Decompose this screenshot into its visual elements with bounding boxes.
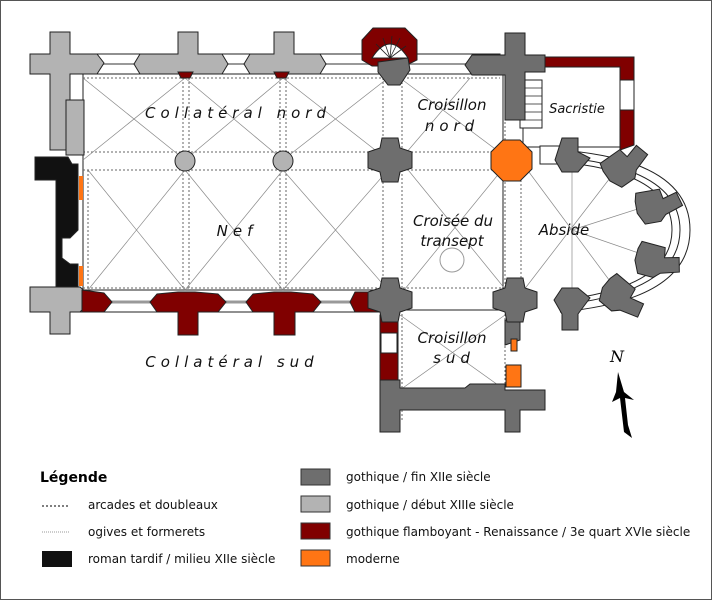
legend-swatch-gothique-debut-xiii [300, 495, 331, 513]
moderne-wall [505, 364, 522, 388]
legend-swatch-moderne [300, 549, 331, 567]
moderne-pillar [490, 139, 533, 182]
transept-structure [367, 32, 686, 433]
label-sacristie: Sacristie [549, 102, 605, 117]
legend-label-ogives: ogives et formerets [88, 525, 205, 539]
label-croisee-1: Croisée du [413, 212, 493, 230]
legend: Légende arcades et doubleaux ogives et f… [40, 468, 690, 567]
legend-label-roman: roman tardif / milieu XIIe siècle [88, 552, 275, 566]
legend-label-flamboyant: gothique flamboyant - Renaissance / 3e q… [346, 525, 690, 539]
north-buttresses [29, 31, 327, 335]
north-arrow-icon: N [609, 347, 634, 438]
legend-title: Légende [40, 470, 107, 486]
legend-swatch-gothique-fin-xii [300, 468, 331, 486]
label-collateral-nord: Collatéral nord [145, 104, 331, 122]
label-croisillon-sud-1: Croisillon [418, 329, 487, 347]
label-croisillon-sud-2: sud [433, 349, 475, 367]
label-croisillon-nord-1: Croisillon [418, 96, 487, 114]
label-nef: Nef [217, 222, 258, 240]
legend-label-arcades: arcades et doubleaux [88, 498, 218, 512]
label-croisillon-nord-2: nord [425, 117, 479, 135]
legend-label-gothique-debut-xiii: gothique / début XIIIe siècle [346, 498, 514, 512]
label-croisee-2: transept [420, 232, 484, 250]
legend-label-gothique-fin-xii: gothique / fin XIIe siècle [346, 470, 491, 484]
legend-swatch-flamboyant [300, 522, 331, 540]
west-facade-roman [34, 156, 79, 288]
legend-label-moderne: moderne [346, 552, 400, 566]
north-label: N [609, 347, 625, 366]
label-abside: Abside [538, 221, 590, 239]
legend-swatch-roman [42, 551, 72, 567]
label-collateral-sud: Collatéral sud [145, 353, 318, 371]
